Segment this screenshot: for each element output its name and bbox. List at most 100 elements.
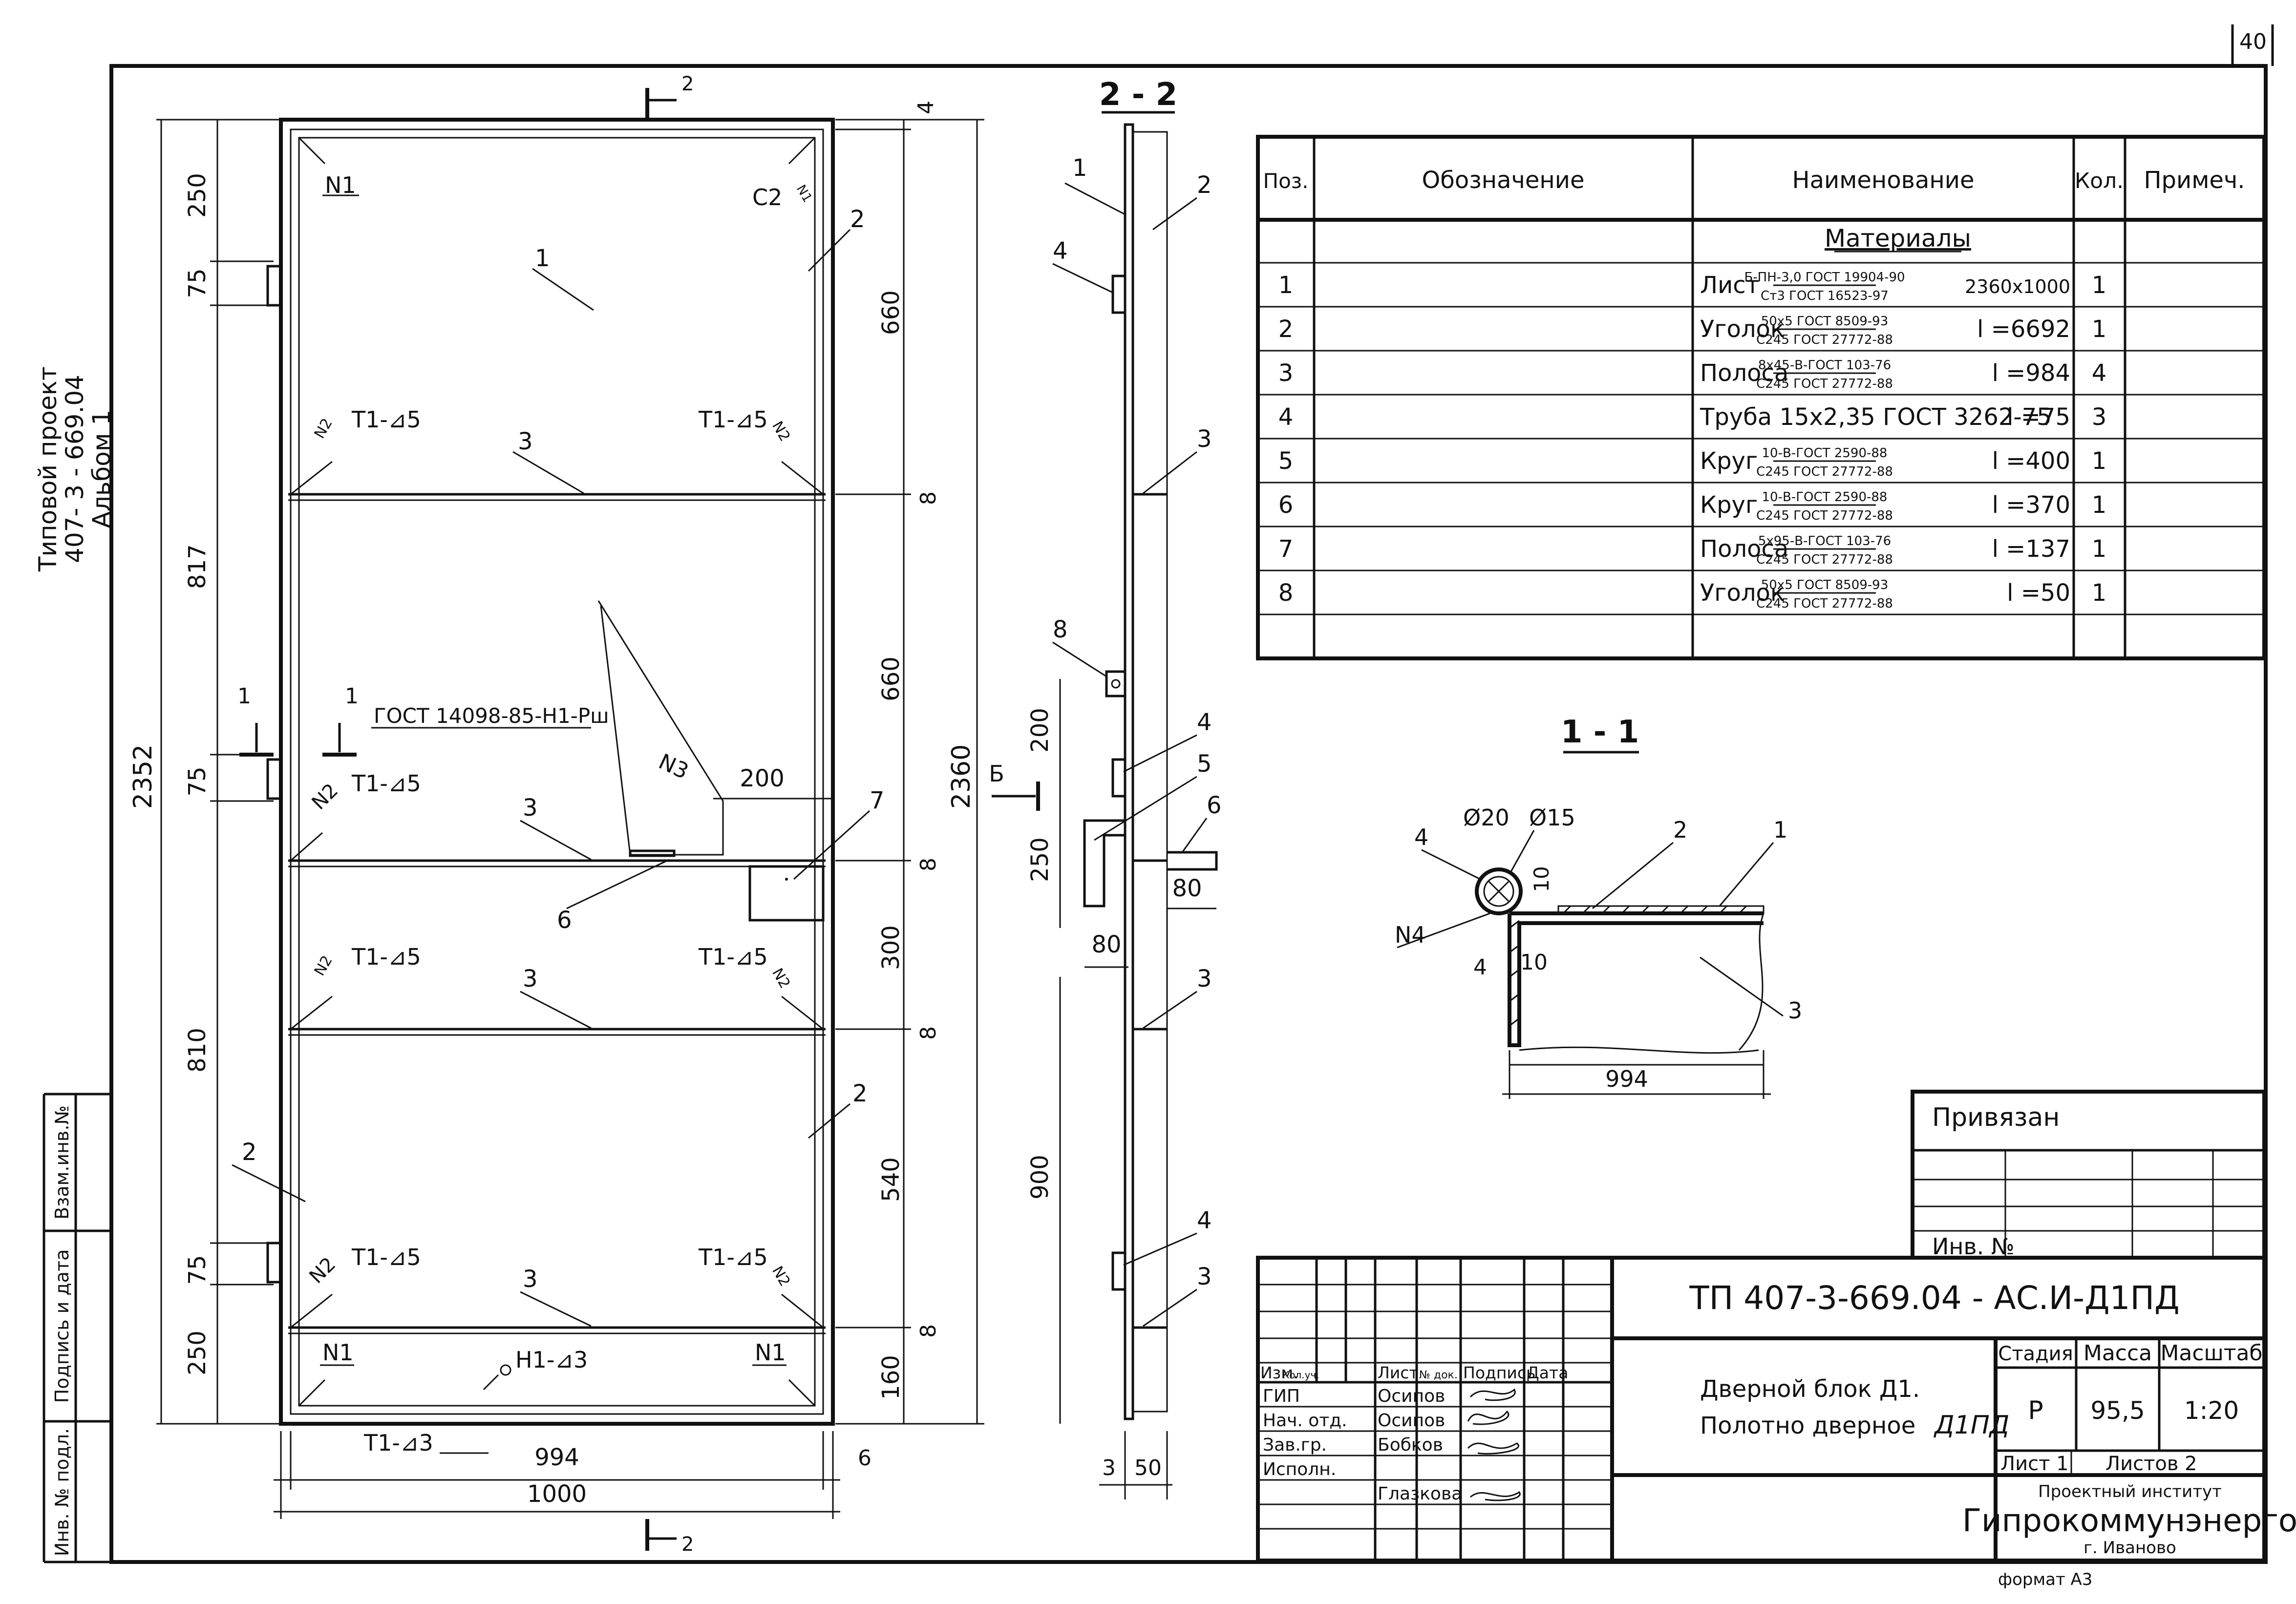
s11-n4: N4 — [1395, 922, 1426, 948]
section-22-title: 2 - 2 — [1099, 77, 1177, 113]
spec-row-size: l =400 — [1992, 447, 2070, 475]
spec-row-qty: 3 — [2092, 403, 2107, 431]
s11-dim-10-side: 10 — [1520, 950, 1548, 975]
dim-left-817: 817 — [184, 544, 211, 589]
side-title-3: Альбом 1 — [87, 410, 116, 528]
spec-row-pos: 5 — [1278, 447, 1294, 475]
spec-row-name: Лист — [1700, 272, 1760, 299]
spec-row-std-bottom: С245 ГОСТ 27772-88 — [1756, 596, 1893, 611]
stamp-replace: Взам.инв.№ — [51, 1105, 73, 1220]
label-n2-a: N2 — [311, 416, 336, 442]
s22-dim-80-b: 80 — [1172, 875, 1202, 902]
weld-t1-5-d: T1-⊿5 — [351, 944, 421, 970]
section-1-1: 1 - 1 994 4 Ø20 Ø15 2 1 10 N4 4 10 3 — [1395, 714, 1802, 1099]
label-n1-top: N1 — [325, 172, 356, 198]
view-mark-b: Б — [989, 760, 1004, 787]
spec-row-name: Труба 15x2,35 ГОСТ 3262-75 — [1700, 403, 2052, 431]
label-n2-g: N2 — [768, 1264, 793, 1289]
s22-pos-1: 1 — [1072, 154, 1087, 182]
spec-row-std-top: 10-В-ГОСТ 2590-88 — [1762, 490, 1888, 505]
hinge-bottom — [266, 1242, 282, 1284]
signature-3 — [1467, 1442, 1519, 1455]
scale-header: Масштаб — [2160, 1341, 2262, 1366]
spec-row-std-top: 8x45-В-ГОСТ 103-76 — [1758, 358, 1891, 373]
sheet-frame — [109, 64, 2268, 1564]
label-c2: C2 — [752, 184, 782, 211]
signature-2 — [1467, 1410, 1509, 1425]
label-n1-bottom-left: N1 — [322, 1339, 354, 1366]
section-11-title: 1 - 1 — [1561, 714, 1639, 750]
spec-row-size: 2360x1000 — [1965, 276, 2070, 297]
spec-row-qty: 4 — [2092, 359, 2107, 387]
s11-pos-3: 3 — [1788, 997, 1802, 1024]
section-mark-top: 2 — [681, 73, 694, 95]
weld-t1-5-c: T1-⊿5 — [351, 770, 421, 797]
dim-right-660-b: 660 — [877, 656, 905, 701]
bound-stamp: Привязан Инв. № — [1911, 1090, 2266, 1260]
dim-bottom-1000: 1000 — [527, 1480, 587, 1508]
weld-t1-5-g: T1-⊿5 — [698, 1244, 768, 1270]
group-materials: Материалы — [1825, 224, 1971, 253]
col-doc: № док. — [1419, 1369, 1458, 1381]
spec-row-name: Круг — [1700, 447, 1758, 475]
label-pos-2-bottom: 2 — [852, 1080, 868, 1107]
hinge-top — [266, 265, 282, 307]
spec-row-std-bottom: С245 ГОСТ 27772-88 — [1756, 552, 1893, 567]
spec-row-pos: 2 — [1278, 316, 1294, 343]
spec-row-size: l =50 — [2007, 579, 2070, 607]
page-number: 40 — [2239, 29, 2267, 54]
side-title-1: Типовой проект — [34, 366, 62, 572]
name-1: Осипов — [1378, 1386, 1445, 1406]
lock-plate — [748, 865, 825, 922]
dim-right-660-a: 660 — [877, 290, 905, 335]
crossbar-4 — [288, 1326, 826, 1334]
th-pos: Поз. — [1263, 169, 1309, 193]
name-line-1: Дверной блок Д1. — [1700, 1375, 1920, 1403]
s22-dim-80-a: 80 — [1091, 931, 1121, 958]
format-label: формат А3 — [1998, 1570, 2092, 1589]
col-izm: Изм. — [1260, 1363, 1298, 1382]
section-2-2: 2 - 2 200 250 900 80 80 3 50 Б 1 — [989, 77, 1222, 1499]
crossbar-3 — [288, 1028, 826, 1036]
dim-200: 200 — [740, 765, 785, 792]
weld-t1-5-e: T1-⊿5 — [698, 944, 768, 970]
s22-pos-5: 5 — [1197, 750, 1212, 778]
label-n2-c: N2 — [308, 779, 343, 814]
dim-right-300: 300 — [877, 925, 905, 970]
role-head: Нач. отд. — [1263, 1411, 1347, 1431]
dim-bottom-994: 994 — [534, 1444, 579, 1471]
s11-d20: Ø20 — [1463, 804, 1509, 831]
spec-row-qty: 1 — [2092, 491, 2107, 519]
label-pos-3-c: 3 — [523, 965, 538, 992]
spec-row-std-bottom: С245 ГОСТ 27772-88 — [1756, 333, 1893, 347]
label-n1-small: N1 — [793, 183, 815, 205]
s11-dim-4: 4 — [1473, 955, 1487, 980]
institute-name: Гипрокоммунэнерго — [1962, 1503, 2296, 1539]
label-pos-3-a: 3 — [518, 428, 533, 455]
spec-row-size: l =75 — [2007, 403, 2070, 431]
label-pos-2-top: 2 — [850, 206, 865, 233]
s22-dim-200: 200 — [1026, 708, 1054, 753]
label-n1-bottom-right: N1 — [755, 1339, 786, 1366]
mass-value: 95,5 — [2090, 1396, 2145, 1425]
name-2: Осипов — [1378, 1411, 1445, 1431]
dim-left-75-b: 75 — [184, 766, 211, 796]
col-date: Дата — [1527, 1363, 1568, 1382]
dim-left-250-bottom: 250 — [184, 1330, 211, 1375]
crossbar-1 — [288, 493, 826, 501]
spec-row-qty: 1 — [2092, 579, 2107, 607]
th-note: Примеч. — [2144, 167, 2245, 194]
spec-row-std-top: 10-В-ГОСТ 2590-88 — [1762, 446, 1888, 461]
s11-pos-1: 1 — [1773, 817, 1787, 843]
s22-pos-3-a: 3 — [1197, 425, 1212, 453]
spec-row-name: Круг — [1700, 491, 1758, 519]
s11-d15: Ø15 — [1529, 804, 1575, 831]
bound-title: Привязан — [1932, 1103, 2060, 1132]
signature-1 — [1469, 1388, 1516, 1401]
role-exec: Исполн. — [1263, 1459, 1336, 1479]
spec-table: Поз. Обозначение Наименование Кол. Приме… — [1256, 135, 2266, 660]
dim-left-total: 2352 — [128, 744, 158, 809]
spec-row-std-bottom: Ст3 ГОСТ 16523-97 — [1761, 289, 1889, 303]
spec-row-pos: 7 — [1278, 535, 1294, 563]
